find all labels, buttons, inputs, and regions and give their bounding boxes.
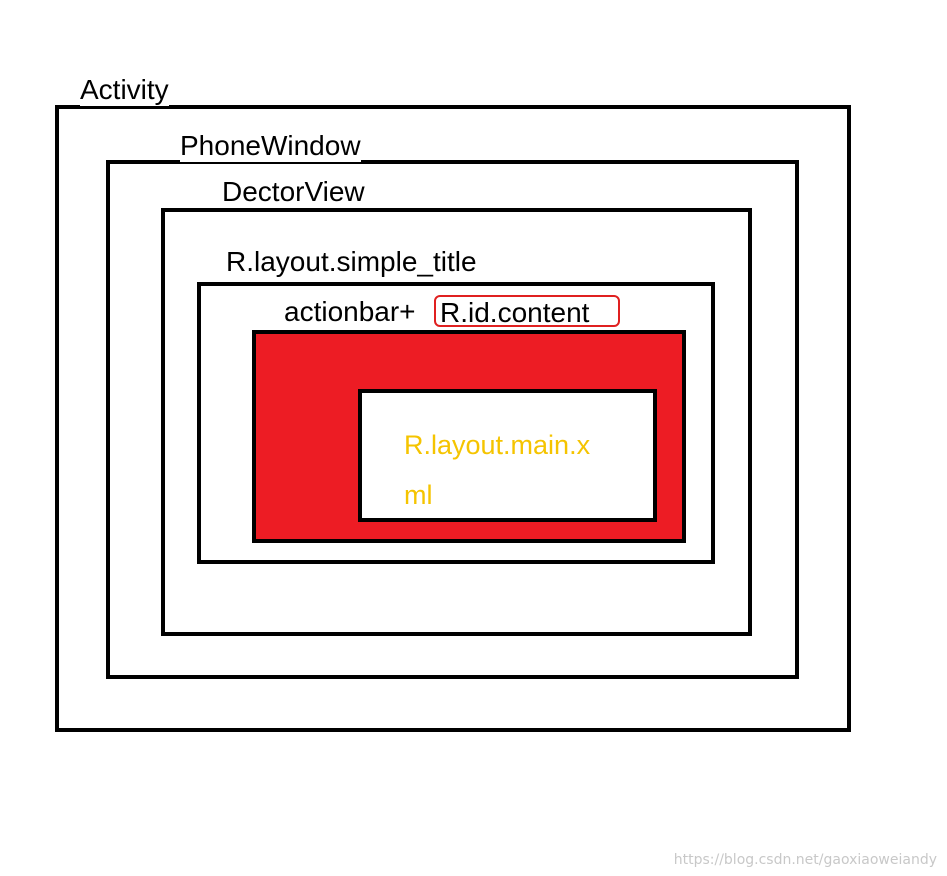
dector-view-box	[161, 208, 752, 636]
actionbar-label: actionbar+	[284, 296, 416, 328]
main-layout-box	[358, 389, 657, 522]
activity-box	[55, 105, 851, 732]
watermark-text: https://blog.csdn.net/gaoxiaoweiandy	[673, 852, 937, 868]
content-id-label: R.id.content	[440, 297, 590, 328]
simple-title-box	[197, 282, 715, 564]
simple-title-label: R.layout.simple_title	[226, 246, 477, 278]
main-layout-label: R.layout.main.x ml	[404, 430, 591, 510]
activity-label: Activity	[80, 74, 169, 106]
phone-window-box	[106, 160, 799, 679]
dector-view-label: DectorView	[222, 176, 365, 208]
phone-window-label: PhoneWindow	[180, 130, 361, 162]
content-id-highlight: R.id.content	[434, 295, 620, 328]
